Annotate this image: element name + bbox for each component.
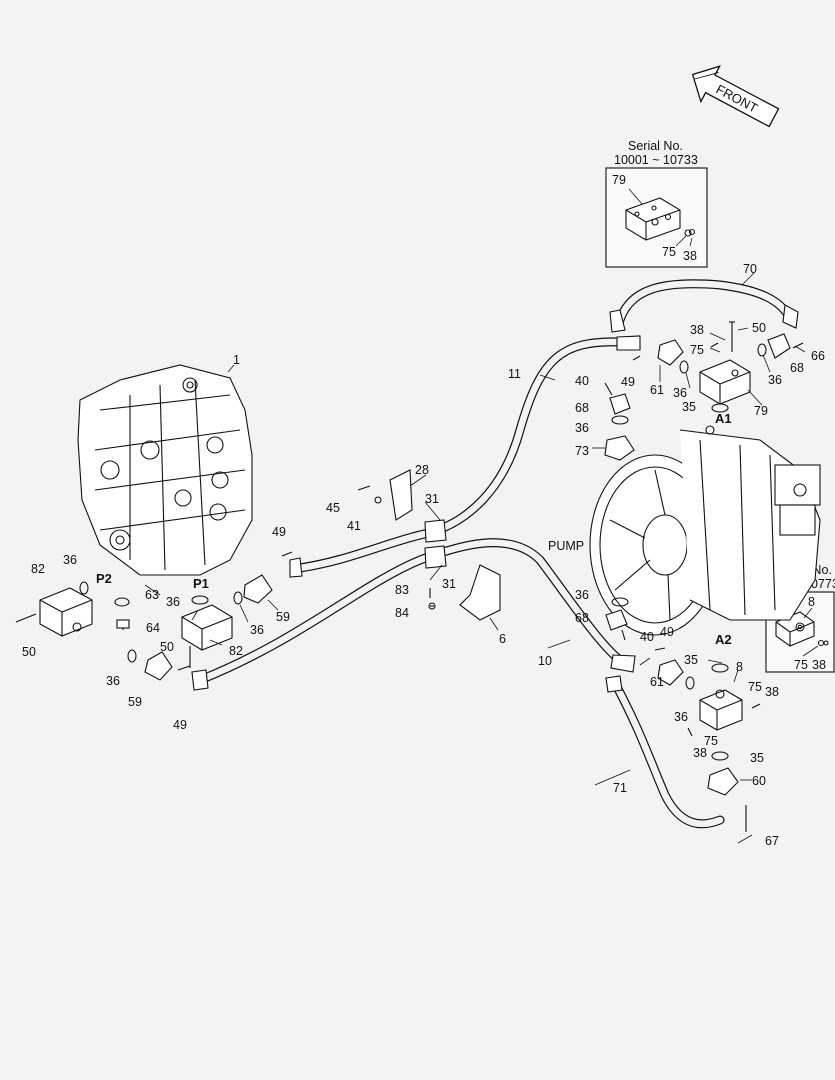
callout-36-a2: 36 (575, 588, 589, 602)
control-valve (77, 364, 253, 576)
callout-64: 64 (146, 621, 160, 635)
callout-28: 28 (415, 463, 429, 477)
diagram-labels: PUMP P1 P2 A1 A2 1 79 75 38 70 38 50 75 … (22, 173, 826, 848)
callout-79: 79 (754, 404, 768, 418)
callout-38-inset: 38 (683, 249, 697, 263)
callout-36-a2b: 36 (674, 710, 688, 724)
port-p1-label: P1 (193, 576, 209, 591)
callout-75-top: 75 (690, 343, 704, 357)
callout-50-mid: 50 (160, 640, 174, 654)
port-a2-label: A2 (715, 632, 732, 647)
port-p2-label: P2 (96, 571, 112, 586)
callout-75-a2: 75 (748, 680, 762, 694)
pump-label: PUMP (548, 539, 584, 553)
callout-36-left-bottom: 36 (106, 674, 120, 688)
callout-11: 11 (508, 367, 521, 381)
callout-49-left: 49 (272, 525, 286, 539)
callout-10: 10 (538, 654, 552, 668)
callout-36-top-b: 36 (768, 373, 782, 387)
callout-75-a2b: 75 (704, 734, 718, 748)
callout-68-a2: 68 (575, 611, 589, 625)
callout-75-inset: 75 (662, 245, 676, 259)
callout-38-inset-r: 38 (812, 658, 826, 672)
callout-31-b: 31 (442, 577, 456, 591)
callout-38-a2b: 38 (693, 746, 707, 760)
callout-8-inset: 8 (808, 595, 815, 609)
callout-66: 66 (811, 349, 825, 363)
callout-36-p1: 36 (166, 595, 180, 609)
callout-35-top: 35 (682, 400, 696, 414)
fittings (15, 304, 804, 832)
callout-82: 82 (229, 644, 243, 658)
callout-49-bottom: 49 (173, 718, 187, 732)
callout-83: 83 (395, 583, 409, 597)
callout-49-top: 49 (621, 375, 635, 389)
callout-40-a2: 40 (640, 630, 654, 644)
callout-71: 71 (613, 781, 627, 795)
callout-35-a2: 35 (684, 653, 698, 667)
callout-49-a2: 49 (660, 625, 674, 639)
callout-59-a: 59 (276, 610, 290, 624)
callout-61-a2: 61 (650, 675, 664, 689)
callout-36-p1b: 36 (250, 623, 264, 637)
callout-45: 45 (326, 501, 340, 515)
callout-70: 70 (743, 262, 757, 276)
callout-79-inset: 79 (612, 173, 626, 187)
callout-36-top-a: 36 (673, 386, 687, 400)
callout-41: 41 (347, 519, 361, 533)
callout-40-top: 40 (575, 374, 589, 388)
callout-38-top: 38 (690, 323, 704, 337)
hoses (195, 279, 795, 829)
callout-67: 67 (765, 834, 779, 848)
callout-6: 6 (499, 632, 506, 646)
callout-36-mid: 36 (575, 421, 589, 435)
leader-lines (144, 272, 806, 844)
callout-31-a: 31 (425, 492, 439, 506)
callout-50-top: 50 (752, 321, 766, 335)
inset-top-serial-range: 10001 ~ 10733 (614, 153, 698, 167)
callout-73: 73 (575, 444, 589, 458)
callout-38-a2: 38 (765, 685, 779, 699)
inset-top: Serial No. 10001 ~ 10733 (605, 139, 708, 268)
callout-60: 60 (752, 774, 766, 788)
callout-1: 1 (233, 353, 240, 367)
callout-8: 8 (736, 660, 743, 674)
pump (589, 425, 821, 636)
callout-61-top: 61 (650, 383, 664, 397)
callout-63: 63 (145, 588, 159, 602)
callout-84: 84 (395, 606, 409, 620)
callout-50-left: 50 (22, 645, 36, 659)
callout-75-inset-r: 75 (794, 658, 808, 672)
callout-59-b: 59 (128, 695, 142, 709)
callout-36-left-top: 36 (63, 553, 77, 567)
callout-68-top-right: 68 (790, 361, 804, 375)
front-direction-arrow: FRONT (691, 65, 780, 128)
port-a1-label: A1 (715, 411, 732, 426)
callout-82-left: 82 (31, 562, 45, 576)
callout-35-a2b: 35 (750, 751, 764, 765)
callout-68-top: 68 (575, 401, 589, 415)
inset-top-serial-title: Serial No. (628, 139, 683, 153)
